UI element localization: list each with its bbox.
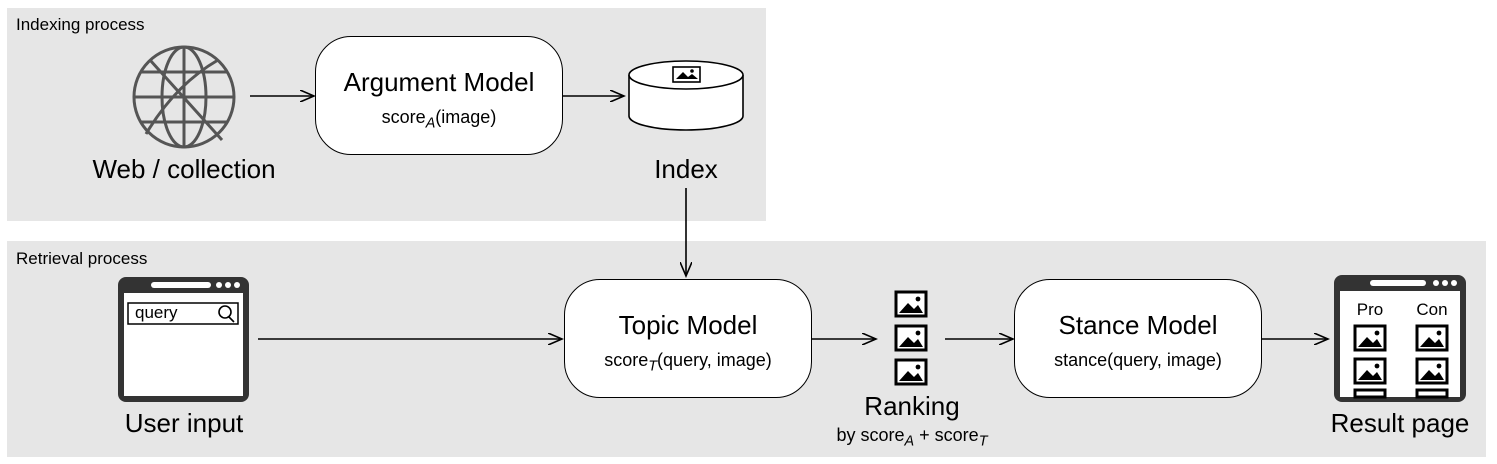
topic-model-box: Topic Model scoreT(query, image) [564,279,812,398]
stance-model-box: Stance Model stance(query, image) [1014,279,1262,398]
argument-model-score: scoreA(image) [381,107,497,132]
retrieval-title: Retrieval process [16,249,148,268]
pro-label: Pro [1356,300,1384,319]
image-icon [894,290,928,318]
image-icon [894,324,928,352]
stance-model-name: Stance Model [1058,310,1218,340]
ranking-sublabel: by scoreA + scoreT [836,425,988,450]
search-icon [218,305,235,323]
image-icon [894,358,928,386]
database-icon [628,60,744,131]
image-icon [1353,324,1387,352]
ranking-label: Ranking [864,391,960,421]
ranking-image-list [894,290,928,386]
topic-model-score: scoreT(query, image) [604,350,772,375]
globe-icon [132,45,236,149]
query-text: query [135,303,178,322]
web-collection-label: Web / collection [92,154,276,184]
stance-model-score: stance(query, image) [1054,350,1222,370]
argument-model-box: Argument Model scoreA(image) [315,36,563,155]
browser-window-icon [118,277,249,402]
con-label: Con [1416,300,1448,319]
topic-model-name: Topic Model [618,310,758,340]
indexing-title: Indexing process [16,15,145,34]
result-page-browser-icon [1334,275,1466,402]
result-page-label: Result page [1330,408,1470,438]
image-icon [1415,357,1449,385]
index-label: Index [654,154,718,184]
user-input-label: User input [124,408,244,438]
argument-model-name: Argument Model [343,67,535,97]
image-icon [1353,357,1387,385]
image-icon [1415,324,1449,352]
